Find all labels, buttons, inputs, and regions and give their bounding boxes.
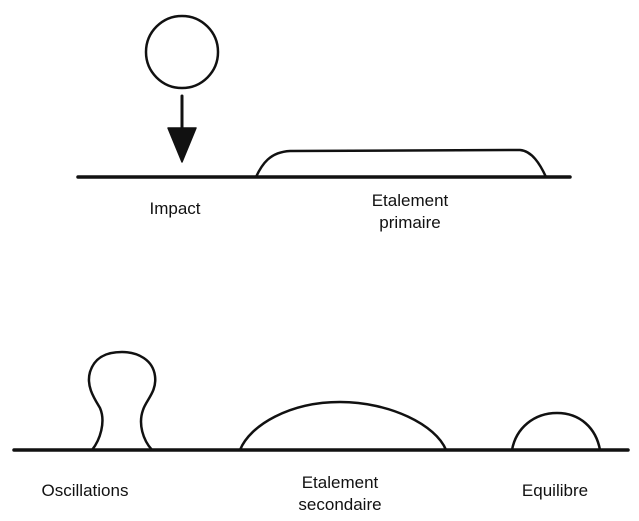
falling-droplet bbox=[144, 14, 220, 90]
label-oscillations-text: Oscillations bbox=[41, 481, 129, 500]
primary-spreading-shape bbox=[254, 148, 548, 179]
label-oscillations: Oscillations bbox=[10, 480, 160, 502]
oscillating-droplet bbox=[87, 350, 157, 452]
label-equilibrium: Equilibre bbox=[490, 480, 620, 502]
label-impact-text: Impact bbox=[149, 199, 201, 218]
label-primary-spreading: Etalement primaire bbox=[320, 190, 500, 234]
label-secondary-spreading-line-1: Etalement bbox=[301, 473, 379, 492]
label-primary-spreading-line-2: primaire bbox=[379, 213, 441, 232]
label-secondary-spreading: Etalement secondaire bbox=[250, 472, 430, 516]
label-equilibrium-text: Equilibre bbox=[521, 481, 589, 500]
equilibrium-droplet bbox=[510, 411, 602, 452]
label-impact: Impact bbox=[120, 198, 230, 220]
label-secondary-spreading-line-2: secondaire bbox=[298, 495, 382, 514]
secondary-spreading-shape bbox=[238, 400, 448, 452]
fall-arrow-head bbox=[167, 127, 197, 163]
label-primary-spreading-line-1: Etalement bbox=[371, 191, 449, 210]
